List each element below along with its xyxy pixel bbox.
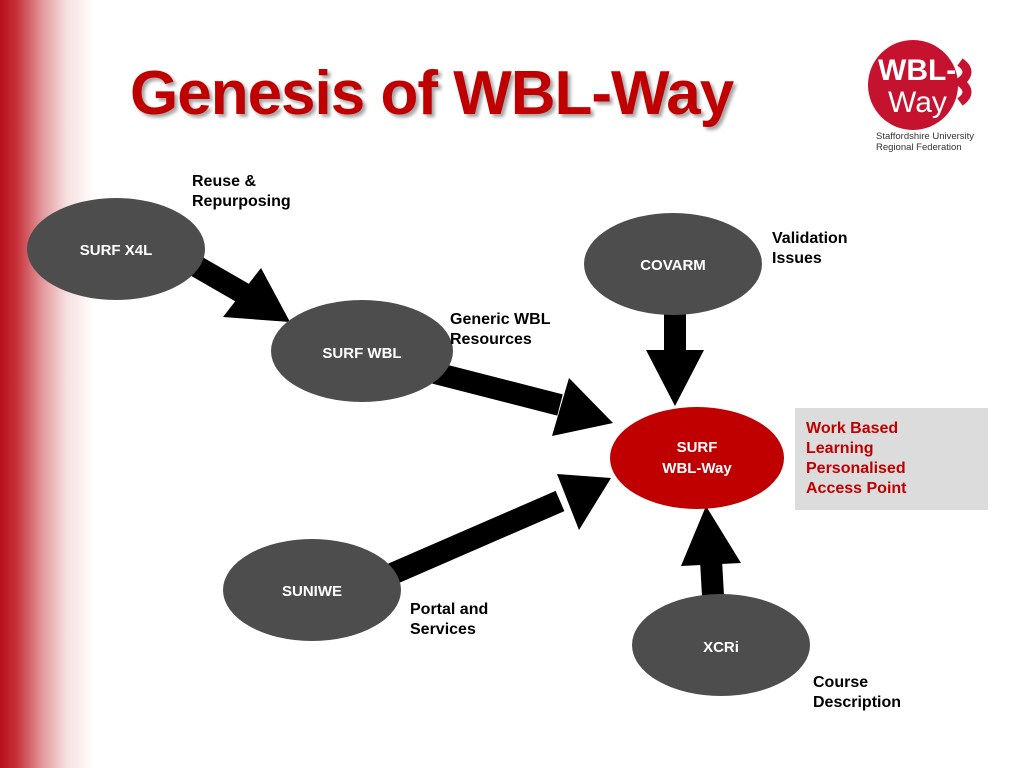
annotation-generic-line-1: Generic WBL [450, 311, 551, 328]
node-surf-x4l-label: SURF X4L [80, 242, 153, 259]
node-suniwe-label: SUNIWE [282, 583, 342, 600]
annotation-portal-line-2: Services [410, 621, 476, 638]
wbl-way-logo: WBL- Way Staffordshire University Region… [856, 40, 996, 160]
annotation-reuse-line-2: Repurposing [192, 193, 291, 210]
node-surf-x4l: SURF X4L [27, 198, 205, 300]
node-surf-wbl-label: SURF WBL [322, 345, 401, 362]
node-surf-wbl: SURF WBL [271, 300, 453, 402]
annotation-validation-line-1: Validation [772, 230, 848, 247]
access-point-line-3: Personalised [806, 460, 906, 477]
left-accent-band [0, 0, 95, 768]
annotation-validation: Validation Issues [772, 229, 848, 269]
annotation-reuse-line-1: Reuse & [192, 173, 257, 190]
arrow-x4l-to-wbl [190, 256, 290, 322]
access-point-line-4: Access Point [806, 480, 907, 497]
access-point-line-1: Work Based [806, 420, 899, 437]
node-covarm: COVARM [584, 213, 762, 315]
annotation-portal-line-1: Portal and [410, 601, 489, 618]
arrow-covarm-to-wblway [646, 312, 704, 406]
annotation-validation-line-2: Issues [772, 250, 822, 267]
access-point-box: Work Based Learning Personalised Access … [795, 408, 988, 510]
logo-word-1: WBL- [878, 54, 956, 87]
annotation-reuse: Reuse & Repurposing [192, 172, 291, 212]
arrow-wbl-to-wblway [432, 362, 613, 436]
arrows [190, 256, 741, 597]
logo-mark: WBL- Way [868, 40, 972, 130]
annotation-course-line-2: Description [813, 694, 902, 711]
node-surf-wbl-way-label-1: SURF [677, 439, 718, 456]
access-point-line-2: Learning [806, 440, 874, 457]
node-surf-wbl-way: SURF WBL-Way [610, 407, 784, 509]
annotation-portal: Portal and Services [410, 600, 488, 640]
arrow-xcri-to-wblway [681, 506, 741, 597]
slide-title: Genesis of WBL-Way [130, 59, 734, 128]
node-xcri-label: XCRi [703, 639, 739, 656]
logo-org-line-1: Staffordshire University [876, 131, 975, 142]
node-xcri: XCRi [632, 594, 810, 696]
logo-word-2: Way [888, 86, 947, 119]
logo-org-line-2: Regional Federation [876, 142, 962, 153]
node-covarm-label: COVARM [640, 257, 706, 274]
annotation-generic: Generic WBL Resources [450, 310, 550, 350]
node-surf-wbl-way-label-2: WBL-Way [662, 460, 732, 477]
annotation-generic-line-2: Resources [450, 331, 532, 348]
arrow-suniwe-to-wblway [387, 474, 611, 585]
annotation-course-line-1: Course [813, 674, 869, 691]
node-suniwe: SUNIWE [223, 539, 401, 641]
annotation-course: Course Description [813, 673, 901, 713]
